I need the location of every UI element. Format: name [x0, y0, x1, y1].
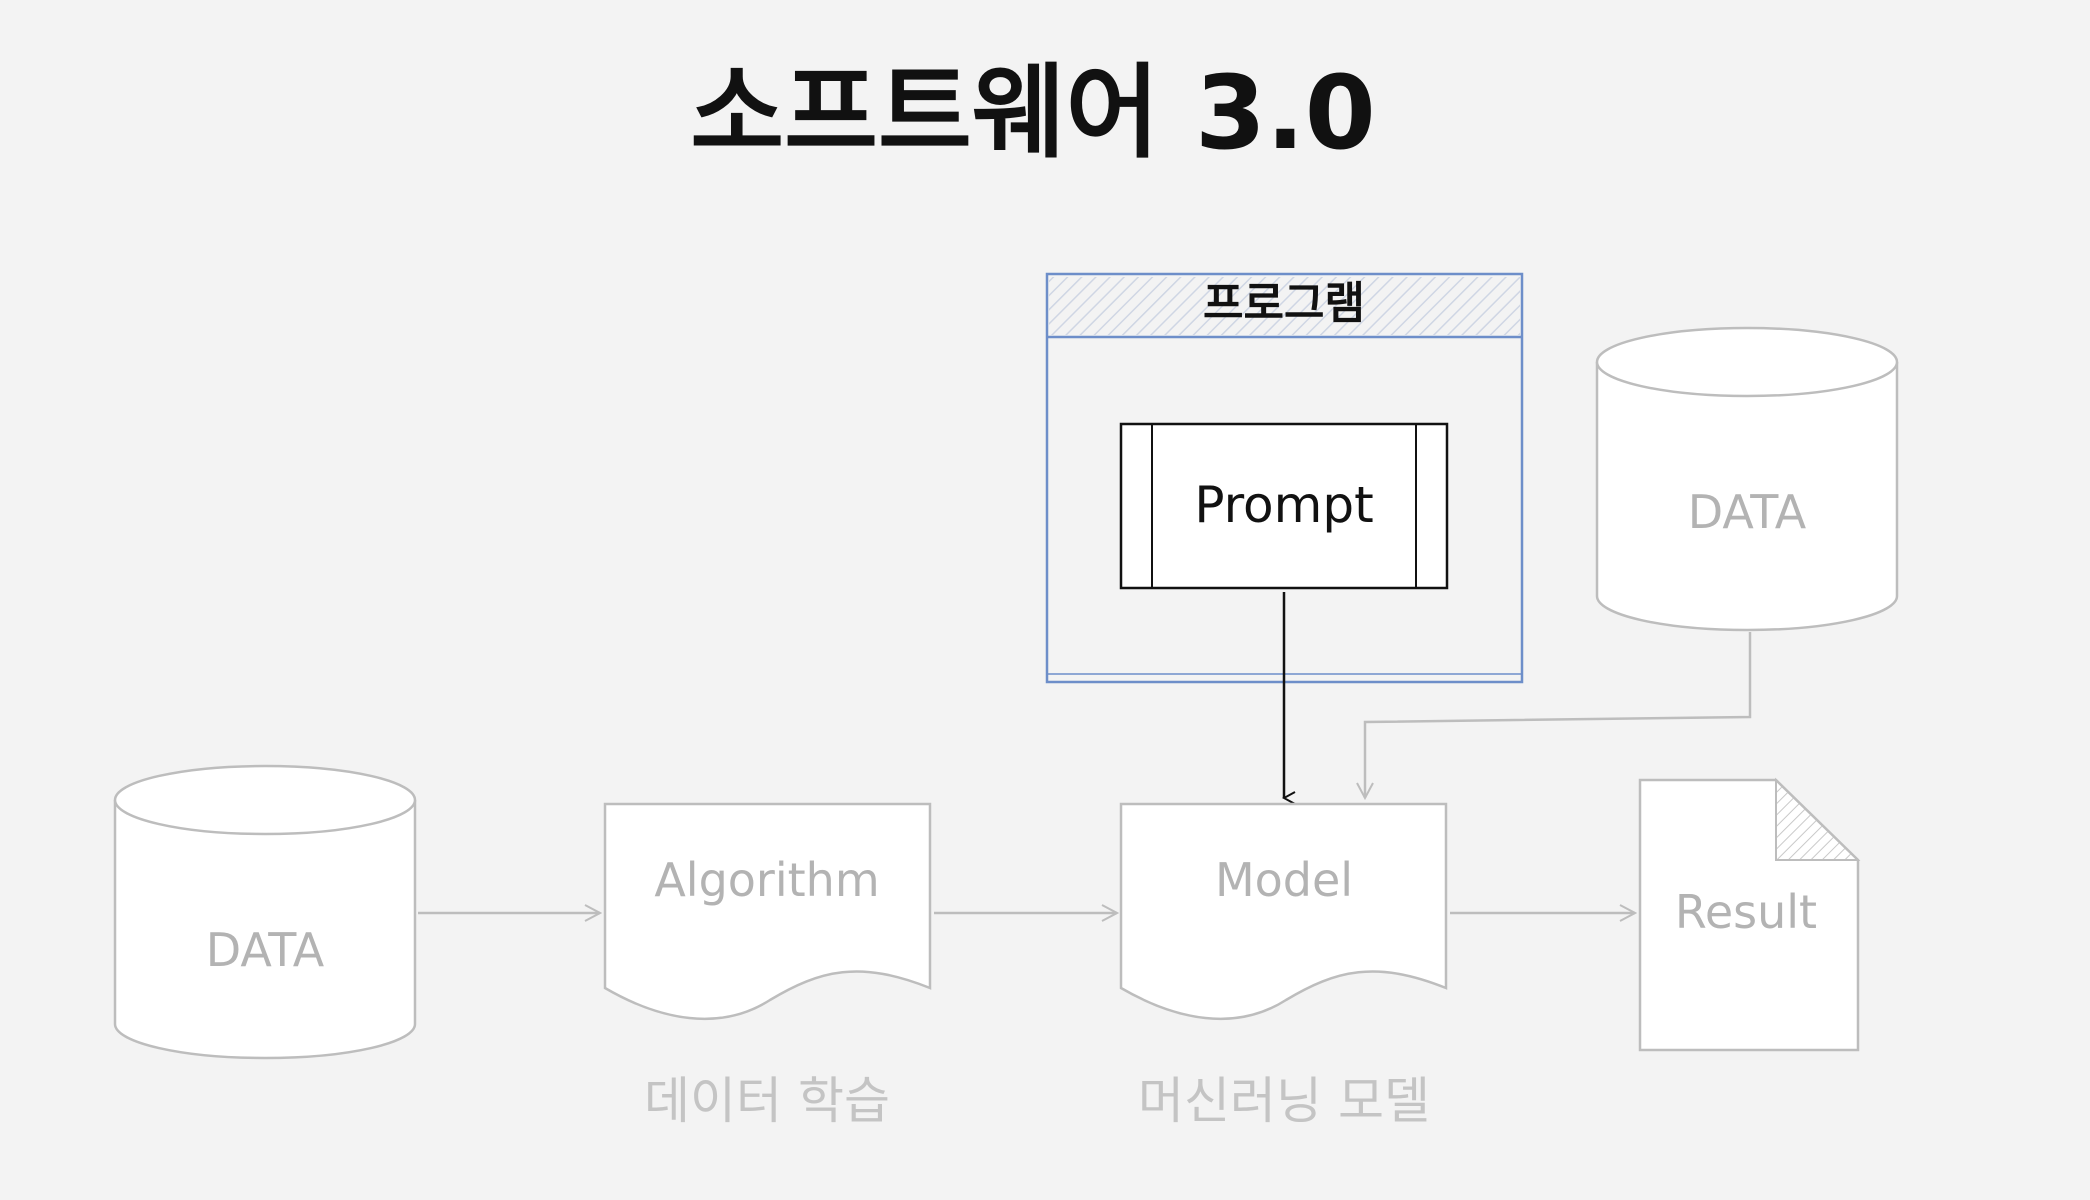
algorithm-caption: 데이터 학습 — [644, 1072, 890, 1130]
result-document: Result — [1638, 777, 1861, 1052]
model-document: Model — [1119, 802, 1448, 1021]
prompt-label: Prompt — [1194, 476, 1373, 534]
program-container: 프로그램 — [1045, 272, 1524, 684]
algorithm-label: Algorithm — [654, 853, 879, 907]
model-caption: 머신러닝 모델 — [1138, 1072, 1430, 1130]
data-cylinder-left: DATA — [113, 764, 417, 1060]
model-label: Model — [1215, 853, 1353, 907]
data-to-model-connector — [1365, 632, 1752, 798]
data-cylinder-right: DATA — [1595, 326, 1899, 632]
data-right-label: DATA — [1688, 485, 1807, 539]
prompt-box: Prompt — [1119, 422, 1449, 590]
data-left-label: DATA — [206, 923, 325, 977]
program-header: 프로그램 — [1203, 278, 1365, 329]
page-title: 소프트웨어 3.0 — [690, 54, 1375, 173]
result-label: Result — [1675, 885, 1817, 939]
algorithm-document: Algorithm — [603, 802, 932, 1021]
